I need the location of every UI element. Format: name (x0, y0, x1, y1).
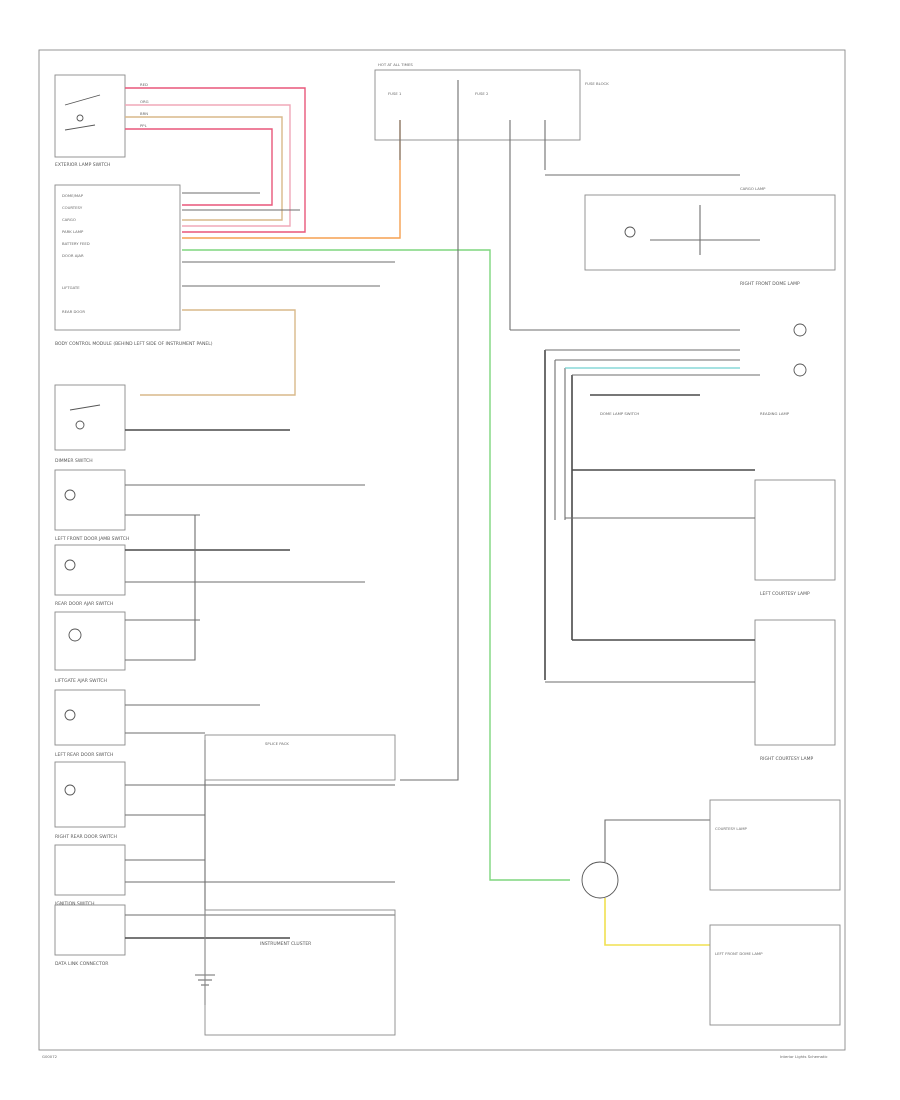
rear-door-ajar-switch: REAR DOOR AJAR SWITCH (54, 544, 365, 607)
svg-text:DOME/MAP: DOME/MAP (62, 193, 84, 198)
right-courtesy-lamp: RIGHT COURTESY LAMP (545, 619, 836, 762)
svg-text:FUSE BLOCK: FUSE BLOCK (585, 81, 609, 86)
footer-right: Interior Lights Schematic (780, 1054, 828, 1059)
svg-text:LIFTGATE AJAR SWITCH: LIFTGATE AJAR SWITCH (55, 678, 107, 684)
exterior-lamp-wires: RED ORG BRN PPL (125, 82, 306, 233)
body-control-module: DOME/MAP COURTESY CARGO PARK LAMP BATTER… (54, 184, 213, 347)
left-front-dome-lamp: LEFT COURTESY LAMP (565, 469, 836, 597)
svg-text:IGNITION SWITCH: IGNITION SWITCH (55, 901, 95, 907)
exterior-lamp-switch: EXTERIOR LAMP SWITCH (54, 74, 126, 168)
svg-text:LEFT FRONT DOOR JAMB SWITCH: LEFT FRONT DOOR JAMB SWITCH (55, 536, 129, 542)
svg-text:REAR DOOR: REAR DOOR (62, 309, 85, 314)
svg-text:DATA LINK CONNECTOR: DATA LINK CONNECTOR (55, 961, 108, 967)
svg-text:COURTESY LAMP: COURTESY LAMP (715, 826, 748, 831)
courtesy-relay: COURTESY LAMP LEFT FRONT DOME LAMP (581, 799, 841, 1026)
svg-text:FUSE 1: FUSE 1 (388, 91, 402, 96)
footer-left: G00072 (42, 1054, 58, 1059)
svg-text:LEFT FRONT DOME LAMP: LEFT FRONT DOME LAMP (715, 951, 763, 956)
svg-text:CARGO LAMP: CARGO LAMP (740, 186, 766, 191)
svg-text:REAR DOOR AJAR SWITCH: REAR DOOR AJAR SWITCH (55, 601, 113, 607)
svg-text:INSTRUMENT CLUSTER: INSTRUMENT CLUSTER (260, 941, 311, 947)
svg-text:ORG: ORG (140, 99, 149, 104)
svg-text:RIGHT FRONT DOME LAMP: RIGHT FRONT DOME LAMP (740, 281, 800, 287)
dimmer-switch: DIMMER SWITCH (54, 384, 290, 464)
courtesy-lamps: DOME LAMP SWITCH READING LAMP (544, 323, 807, 680)
svg-text:DOOR AJAR: DOOR AJAR (62, 253, 84, 258)
svg-text:COURTESY: COURTESY (62, 205, 83, 210)
left-rear-door-switch: LEFT REAR DOOR SWITCH (54, 689, 260, 758)
svg-text:RIGHT COURTESY LAMP: RIGHT COURTESY LAMP (760, 756, 813, 762)
svg-text:HOT AT ALL TIMES: HOT AT ALL TIMES (378, 62, 413, 67)
ignition-switch: IGNITION SWITCH (54, 844, 395, 907)
bcm-wires (140, 120, 570, 881)
svg-text:RIGHT REAR DOOR SWITCH: RIGHT REAR DOOR SWITCH (55, 834, 117, 840)
bcm-label: BODY CONTROL MODULE (BEHIND LEFT SIDE OF… (55, 341, 213, 347)
svg-text:CARGO: CARGO (62, 217, 76, 222)
fuse-block: HOT AT ALL TIMES FUSE 1 FUSE 2 FUSE BLOC… (374, 62, 740, 781)
exterior-lamp-switch-label: EXTERIOR LAMP SWITCH (55, 162, 110, 168)
svg-text:LEFT REAR DOOR SWITCH: LEFT REAR DOOR SWITCH (55, 752, 113, 758)
svg-text:READING LAMP: READING LAMP (760, 411, 790, 416)
right-rear-door-switch: RIGHT REAR DOOR SWITCH (54, 761, 395, 840)
svg-text:DOME LAMP SWITCH: DOME LAMP SWITCH (600, 411, 639, 416)
instrument-cluster-box: SPLICE PACK INSTRUMENT CLUSTER (204, 734, 396, 1036)
svg-text:BATTERY FEED: BATTERY FEED (62, 241, 90, 246)
svg-text:PARK LAMP: PARK LAMP (62, 229, 84, 234)
liftgate-ajar-switch: LIFTGATE AJAR SWITCH (54, 515, 200, 684)
svg-text:BRN: BRN (140, 111, 148, 116)
diagram-frame (38, 49, 846, 1051)
svg-text:LEFT COURTESY LAMP: LEFT COURTESY LAMP (760, 591, 810, 597)
data-link-connector: DATA LINK CONNECTOR (54, 904, 395, 967)
svg-text:DIMMER SWITCH: DIMMER SWITCH (55, 458, 93, 464)
svg-text:PPL: PPL (140, 123, 148, 128)
svg-text:FUSE 2: FUSE 2 (475, 91, 489, 96)
svg-text:SPLICE PACK: SPLICE PACK (265, 741, 289, 746)
right-front-dome-lamp: CARGO LAMP RIGHT FRONT DOME LAMP (584, 186, 836, 287)
left-front-door-jamb-switch: LEFT FRONT DOOR JAMB SWITCH (54, 469, 365, 542)
svg-text:LIFTGATE: LIFTGATE (62, 285, 80, 290)
svg-text:RED: RED (140, 82, 148, 87)
